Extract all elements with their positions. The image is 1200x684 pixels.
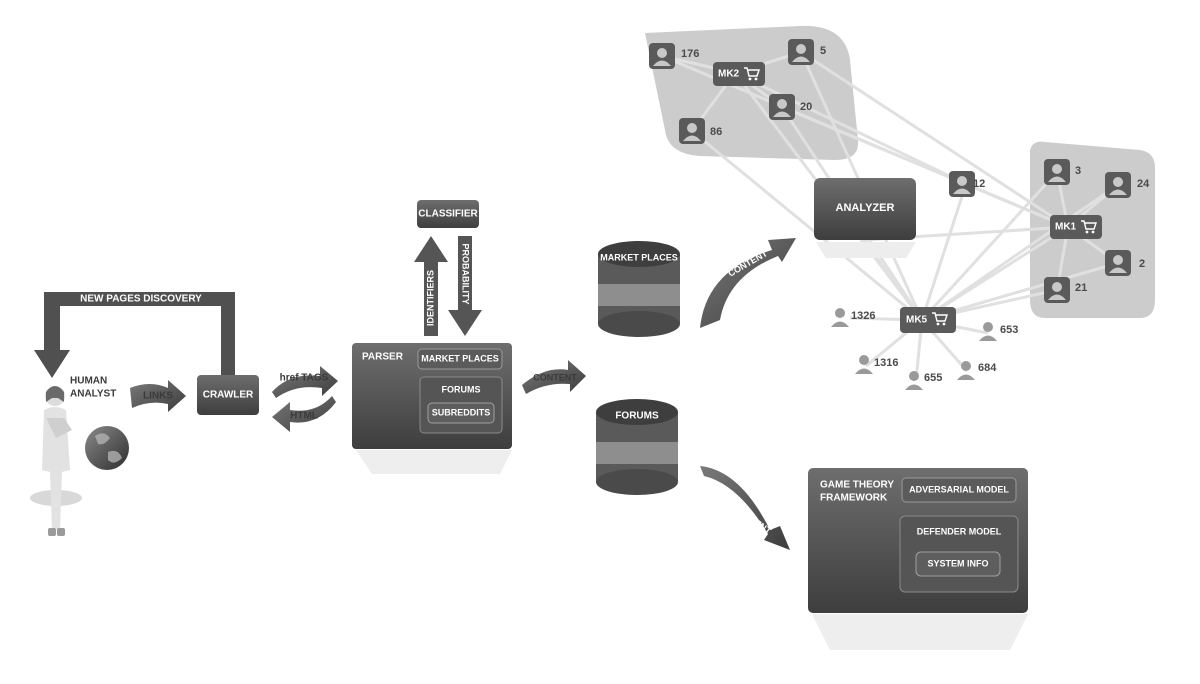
user-icon-20 (769, 94, 795, 120)
mk5-label: MK5 (906, 315, 928, 326)
new-pages-discovery-arrow (34, 292, 235, 388)
adversarial-model-label: ADVERSARIAL MODEL (909, 484, 1009, 494)
href-tags-label: href TAGS (280, 373, 329, 384)
probability-arrow (448, 236, 482, 336)
analyzer-box (814, 178, 916, 240)
classifier-box (417, 200, 479, 228)
content-parser-label: CONTENT (533, 372, 577, 382)
user-1316-label: 1316 (874, 357, 898, 369)
user-2-label: 2 (1139, 258, 1145, 270)
forums-database (596, 399, 678, 495)
identifiers-arrow (414, 236, 448, 336)
user-icon-3 (1044, 159, 1070, 185)
html-arrow (272, 396, 336, 432)
system-info-label: SYSTEM INFO (927, 558, 988, 568)
user-icon-5 (788, 39, 814, 65)
user-653-label: 653 (1000, 324, 1018, 336)
mk2-market-node (713, 62, 765, 86)
user-icon-12 (949, 171, 975, 197)
new-pages-discovery-label: NEW PAGES DISCOVERY (80, 294, 202, 305)
game-theory-label-line2: FRAMEWORK (820, 493, 888, 504)
subreddits-box (427, 402, 495, 424)
html-label: HTML (290, 411, 318, 422)
adversarial-model-box (901, 477, 1017, 503)
mk2-label: MK2 (718, 69, 740, 80)
parser-shadow (356, 450, 512, 474)
user-icon-21 (1044, 277, 1070, 303)
probability-label: PROBABILITY (461, 243, 471, 304)
analyzer-label: ANALYZER (836, 202, 895, 214)
user-86-label: 86 (710, 126, 722, 138)
globe-icon (85, 426, 129, 470)
user-20-label: 20 (800, 101, 812, 113)
game-theory-shadow (812, 614, 1028, 650)
user-1326-label: 1326 (851, 310, 875, 322)
db-forums-label: FORUMS (615, 411, 659, 422)
user-12-label: 12 (973, 178, 985, 190)
db-market-places-label: MARKET PLACES (600, 252, 678, 262)
user-684-label: 684 (978, 362, 997, 374)
user-icon-655 (905, 371, 923, 390)
parser-market-places-label: MARKET PLACES (421, 353, 499, 363)
market-places-database (598, 241, 680, 337)
user-icon-24 (1105, 172, 1131, 198)
identifiers-label: IDENTIFIERS (425, 270, 435, 326)
content-arrow-to-analyzer (700, 238, 796, 328)
user-655-label: 655 (924, 372, 942, 384)
links-arrow (130, 380, 186, 412)
href-tags-arrow (272, 366, 338, 398)
content-arrow-parser (522, 360, 586, 394)
user-24-label: 24 (1137, 178, 1150, 190)
mk5-market-node (900, 307, 956, 333)
user-icon-176 (649, 43, 675, 69)
parser-market-places-box (417, 348, 503, 370)
user-icon-1316 (855, 355, 873, 374)
content-arrow-to-game-theory (700, 466, 790, 550)
human-analyst-label-line2: ANALYST (70, 389, 116, 400)
user-icon-2 (1105, 250, 1131, 276)
parser-forums-label: FORUMS (442, 384, 481, 394)
analyzer-shadow (816, 242, 916, 258)
human-analyst-label-line1: HUMAN (70, 376, 107, 387)
game-theory-label-line1: GAME THEORY (820, 480, 894, 491)
crawler-label: CRAWLER (203, 390, 254, 401)
content-upper-label: CONTENT (726, 248, 769, 279)
parser-label: PARSER (362, 352, 404, 363)
user-icon-1326 (831, 308, 849, 327)
mk1-market-node (1050, 215, 1102, 239)
classifier-label: CLASSIFIER (418, 209, 478, 220)
mk1-label: MK1 (1055, 222, 1077, 233)
user-21-label: 21 (1075, 282, 1087, 294)
defender-model-label: DEFENDER MODEL (917, 526, 1002, 536)
user-176-label: 176 (681, 48, 699, 60)
subreddits-label: SUBREDDITS (432, 407, 491, 417)
user-3-label: 3 (1075, 165, 1081, 177)
system-info-box (915, 551, 1001, 577)
links-label: LINKS (143, 391, 173, 402)
user-5-label: 5 (820, 45, 826, 57)
human-analyst-figure (30, 386, 82, 536)
crawler-box (197, 375, 259, 415)
user-icon-86 (679, 118, 705, 144)
